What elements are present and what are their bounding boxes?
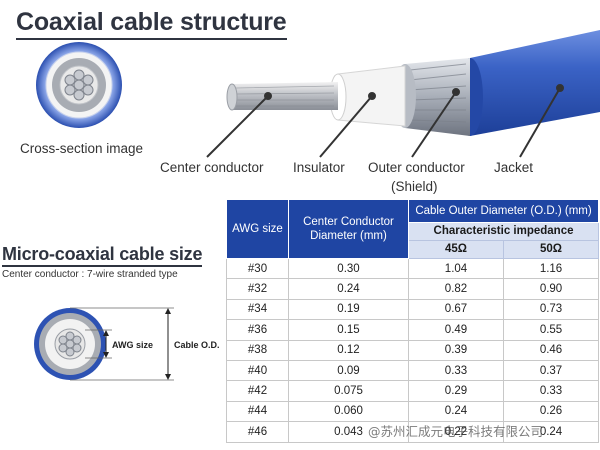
cell-center-diameter: 0.09 bbox=[288, 359, 409, 382]
outer-conductor-label: Outer conductor bbox=[368, 160, 465, 175]
cell-awg: #36 bbox=[226, 319, 289, 341]
cell-od-45: 1.04 bbox=[408, 257, 504, 280]
watermark: @苏州汇成元电子科技有限公司 bbox=[368, 424, 544, 439]
cell-od-50: 1.16 bbox=[502, 257, 600, 280]
jacket-section bbox=[457, 30, 600, 136]
cell-center-diameter: 0.15 bbox=[288, 319, 409, 341]
cell-od-50: 0.73 bbox=[502, 298, 600, 321]
cell-awg: #32 bbox=[226, 278, 289, 300]
cell-od-50: 0.33 bbox=[502, 380, 600, 402]
cell-center-diameter: 0.043 bbox=[288, 421, 409, 443]
cell-od-45: 0.39 bbox=[408, 339, 504, 361]
cell-center-diameter: 0.24 bbox=[288, 278, 409, 300]
cell-od-50: 0.24 bbox=[502, 421, 600, 443]
page-title: Coaxial cable structure bbox=[16, 8, 287, 40]
insulator-label: Insulator bbox=[293, 160, 345, 175]
cell-center-diameter: 0.060 bbox=[288, 400, 409, 423]
cell-od-50: 0.46 bbox=[502, 339, 600, 361]
cell-od-45: 0.33 bbox=[408, 359, 504, 382]
cell-awg: #40 bbox=[226, 359, 289, 382]
cell-od-50: 0.26 bbox=[502, 400, 600, 423]
cell-od-45: 0.24 bbox=[408, 400, 504, 423]
cell-awg: #34 bbox=[226, 298, 289, 321]
leader-lines bbox=[206, 84, 564, 158]
cell-od-45: 0.29 bbox=[408, 380, 504, 402]
cell-awg: #30 bbox=[226, 257, 289, 280]
cell-center-diameter: 0.19 bbox=[288, 298, 409, 321]
cell-awg: #42 bbox=[226, 380, 289, 402]
micro-cross-section-diagram bbox=[34, 307, 174, 381]
cell-center-diameter: 0.12 bbox=[288, 339, 409, 361]
cross-section-label: Cross-section image bbox=[20, 141, 144, 156]
micro-coax-title: Micro-coaxial cable size bbox=[2, 244, 202, 267]
center-conductor-note: Center conductor : 7-wire stranded type bbox=[2, 269, 178, 280]
insulator-section bbox=[329, 65, 406, 127]
cell-od-50: 0.37 bbox=[502, 359, 600, 382]
header-center-conductor: Center Conductor Diameter (mm) bbox=[288, 199, 409, 259]
cell-awg: #44 bbox=[226, 400, 289, 423]
center-conductor-section bbox=[226, 82, 338, 111]
cell-od-45: 0.22 bbox=[408, 421, 504, 443]
cross-section-image bbox=[36, 42, 122, 128]
header-impedance: Characteristic impedance bbox=[407, 222, 600, 241]
cell-od-45: 0.67 bbox=[408, 298, 504, 321]
header-cable-od: Cable Outer Diameter (O.D.) (mm) bbox=[407, 199, 600, 223]
header-45-ohm: 45Ω bbox=[408, 240, 504, 259]
center-conductor-label: Center conductor bbox=[160, 160, 264, 175]
cable-illustration bbox=[36, 30, 600, 158]
spec-table: AWG size Center Conductor Diameter (mm) … bbox=[226, 199, 600, 443]
cell-center-diameter: 0.30 bbox=[288, 257, 409, 280]
header-50-ohm: 50Ω bbox=[502, 240, 600, 259]
header-awg: AWG size bbox=[226, 199, 289, 259]
cell-od-45: 0.82 bbox=[408, 278, 504, 300]
jacket-label: Jacket bbox=[494, 160, 534, 175]
shield-label: (Shield) bbox=[391, 179, 438, 194]
cell-od-50: 0.55 bbox=[502, 319, 600, 341]
awg-size-label: AWG size bbox=[112, 340, 154, 350]
cell-awg: #38 bbox=[226, 339, 289, 361]
cable-od-label: Cable O.D. bbox=[174, 340, 220, 350]
cell-center-diameter: 0.075 bbox=[288, 380, 409, 402]
cell-od-45: 0.49 bbox=[408, 319, 504, 341]
cell-awg: #46 bbox=[226, 421, 289, 443]
cell-od-50: 0.90 bbox=[502, 278, 600, 300]
